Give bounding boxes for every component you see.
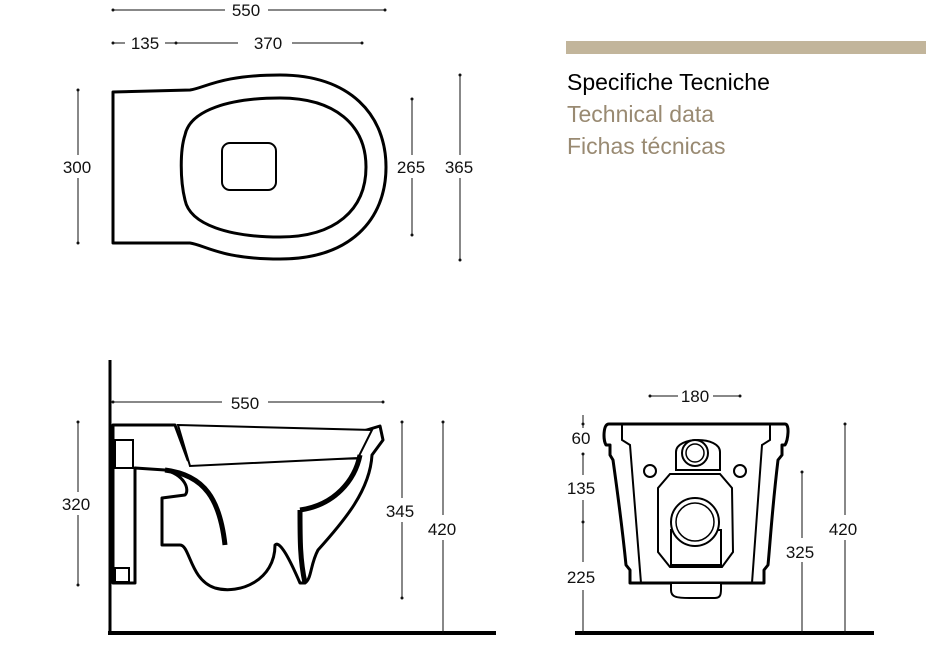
dim-side-length: 550	[231, 394, 259, 413]
rear-view-inner-edges	[621, 425, 771, 584]
dim-top-rear-width: 300	[63, 158, 91, 177]
rear-view: 180 60 135 225 325 420	[567, 387, 874, 635]
dim-rear-mid-offset: 135	[567, 479, 595, 498]
rear-view-base	[670, 582, 723, 599]
dim-rear-fixing-distance: 180	[681, 387, 709, 406]
side-view-fixing	[114, 567, 130, 583]
side-view-outline	[111, 423, 385, 592]
side-view-section-walls	[164, 454, 363, 584]
dim-top-bowl-section: 370	[254, 34, 282, 53]
dim-rear-height-total: 420	[829, 520, 857, 539]
title-spanish: Fichas técnicas	[567, 133, 726, 159]
rear-view-fixing-hole-left	[643, 464, 657, 478]
dim-top-overall-length: 550	[232, 1, 260, 20]
dim-rear-bottom-offset: 225	[567, 568, 595, 587]
dim-side-height-bowl: 345	[386, 502, 414, 521]
top-view: 550 135 370 300 265 365	[63, 1, 473, 262]
dim-rear-top-offset: 60	[572, 429, 591, 448]
title-block: Specifiche Tecniche Technical data Ficha…	[567, 66, 770, 162]
title-italian: Specifiche Tecniche	[567, 69, 770, 95]
dim-top-rear-section: 135	[131, 34, 159, 53]
side-view: 550 320 345 420	[62, 360, 496, 635]
dim-side-height-left: 320	[62, 495, 90, 514]
top-view-bowl-opening	[221, 142, 277, 191]
title-english: Technical data	[567, 101, 715, 127]
dim-side-height-total: 420	[428, 520, 456, 539]
header-accent-band	[566, 41, 926, 54]
dim-top-overall-width: 365	[445, 158, 473, 177]
side-view-inlet	[114, 439, 134, 469]
dim-rear-outlet-height: 325	[786, 543, 814, 562]
dim-top-inner-width: 265	[397, 158, 425, 177]
rear-view-fixing-hole-right	[733, 464, 747, 478]
